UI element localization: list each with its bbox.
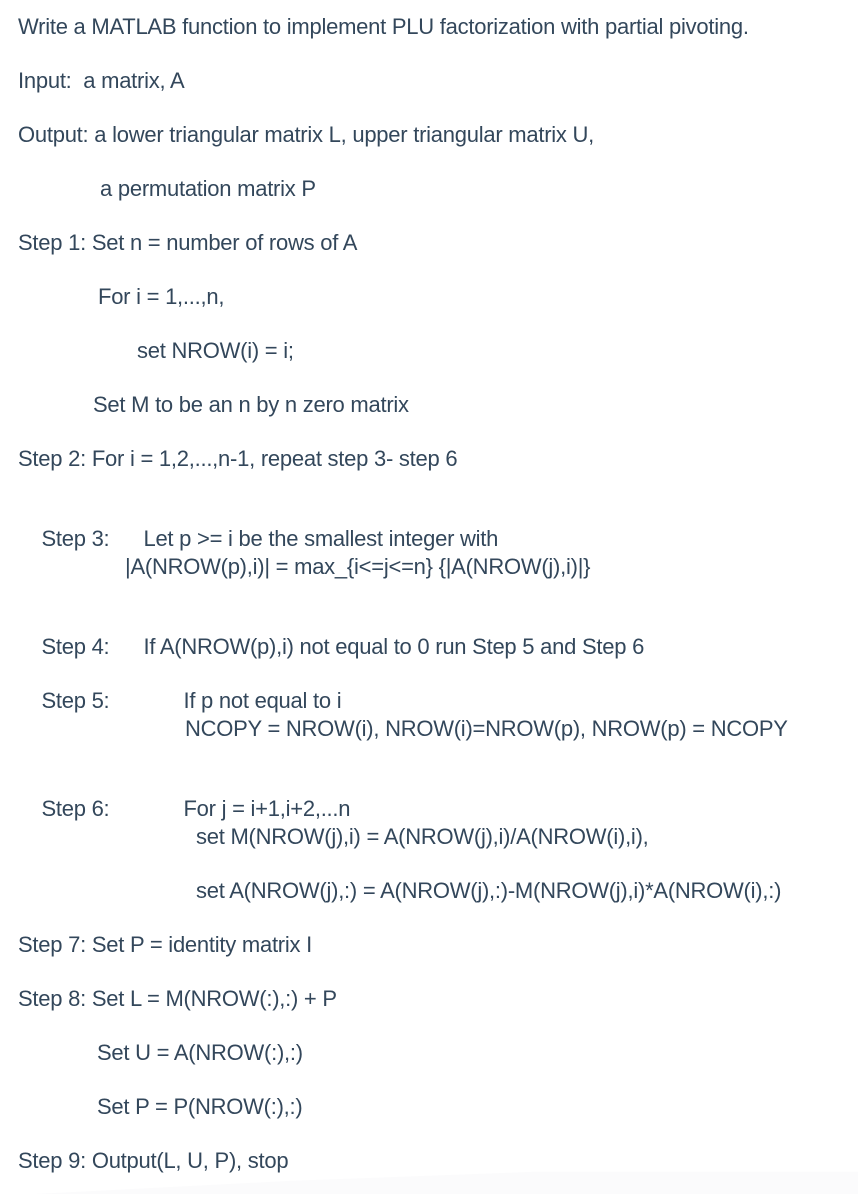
line-step6: Step 6: For j = i+1,i+2,...n [0, 770, 858, 848]
step3-label: Step 3: [41, 526, 110, 551]
line-title: Write a MATLAB function to implement PLU… [18, 14, 749, 39]
line-step9: Step 9: Output(L, U, P), stop [18, 1148, 289, 1173]
line-step1-set-m: Set M to be an n by n zero matrix [93, 392, 409, 417]
step3-text: Let p >= i be the smallest integer with [143, 526, 499, 551]
line-step6-set-m: set M(NROW(j),i) = A(NROW(j),i)/A(NROW(i… [196, 824, 649, 849]
line-step8-set-u: Set U = A(NROW(:),:) [97, 1040, 303, 1065]
line-output-cont: a permutation matrix P [100, 176, 316, 201]
line-step1-set-nrow: set NROW(i) = i; [137, 338, 294, 363]
line-step6-set-a: set A(NROW(j),:) = A(NROW(j),:)-M(NROW(j… [196, 878, 782, 903]
line-input: Input: a matrix, A [18, 68, 185, 93]
line-step5-swap: NCOPY = NROW(i), NROW(i)=NROW(p), NROW(p… [185, 716, 788, 741]
step4-label: Step 4: [41, 634, 110, 659]
line-step2: Step 2: For i = 1,2,...,n-1, repeat step… [18, 446, 458, 471]
line-step5: Step 5: If p not equal to i [0, 662, 858, 740]
line-step1-for-loop: For i = 1,...,n, [98, 284, 225, 309]
line-step7: Step 7: Set P = identity matrix I [18, 932, 312, 957]
step5-text: If p not equal to i [183, 688, 342, 713]
line-step1: Step 1: Set n = number of rows of A [18, 230, 358, 255]
step6-label: Step 6: [41, 796, 110, 821]
step4-text: If A(NROW(p),i) not equal to 0 run Step … [143, 634, 645, 659]
line-output: Output: a lower triangular matrix L, upp… [18, 122, 595, 147]
line-step8: Step 8: Set L = M(NROW(:),:) + P [18, 986, 337, 1011]
line-step8-set-p: Set P = P(NROW(:),:) [97, 1094, 303, 1119]
line-step4: Step 4: If A(NROW(p),i) not equal to 0 ru… [0, 608, 858, 686]
line-step3-formula: |A(NROW(p),i)| = max_{i<=j<=n} {|A(NROW(… [125, 554, 591, 579]
line-step3: Step 3: Let p >= i be the smallest intege… [0, 500, 858, 578]
step6-text: For j = i+1,i+2,...n [183, 796, 351, 821]
step5-label: Step 5: [41, 688, 110, 713]
